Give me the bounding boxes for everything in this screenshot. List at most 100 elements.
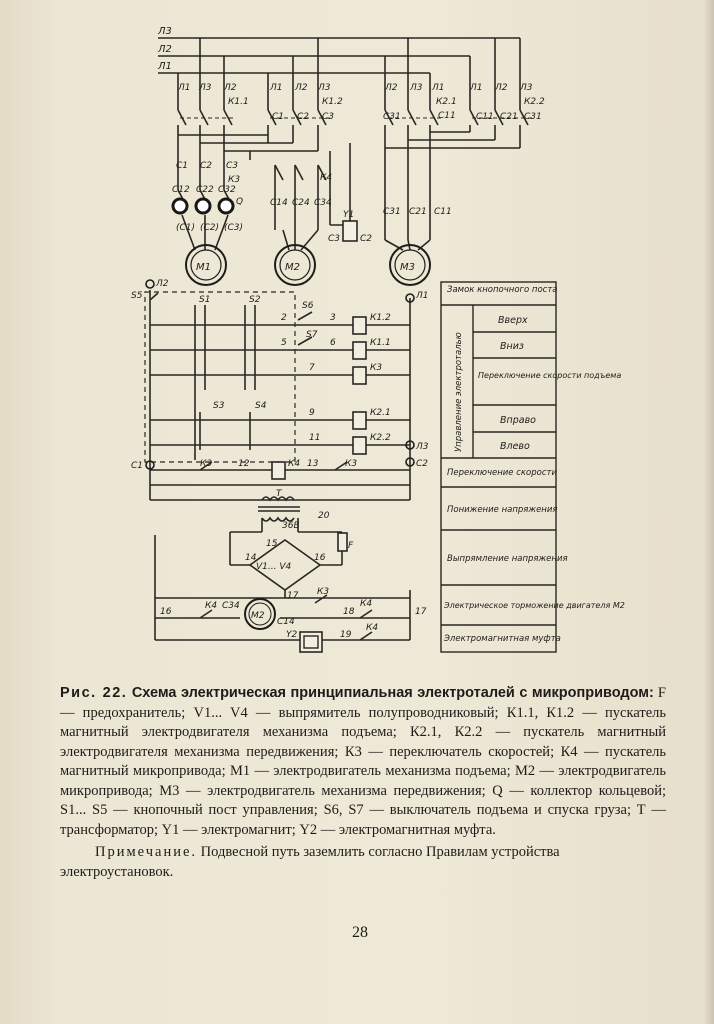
contact-label: К3 [317,587,329,597]
control-label: Л2 [155,279,169,289]
contact-label: К3 [200,459,212,469]
m1-phase-label: (С2) [200,223,219,233]
table-cell: Вправо [500,415,536,426]
wire-number: 2 [281,313,287,323]
table-cell: Переключение скорости подъема [478,371,621,380]
note-continuation: электроустановок. [60,863,174,880]
figure-caption: Рис. 22. Схема электрическая принципиаль… [60,684,666,840]
switch-label: S1 [199,295,210,305]
wire-number: 16 [314,553,326,563]
m1-terminal-label: С32 [218,185,236,195]
wire-number: 16 [160,607,172,617]
bus-label: Л2 [157,44,172,55]
contact-label: К4 [288,459,300,469]
contact-label: С11 [476,112,494,122]
m1-feed-label: С3 [226,161,238,171]
control-label: Л1 [415,291,429,301]
contact-label: К4 [205,601,217,611]
table-cell: Электрическое торможение двигателя М2 [443,601,625,610]
contact-label: С2 [297,112,309,122]
table-vertical-label: Управление электроталью [454,332,464,452]
rectifier-label: V1... V4 [256,562,291,572]
motor-m2-micro [244,598,276,630]
bus-label: Л1 [157,61,172,72]
m2-feed-label: К4 [320,173,332,183]
switch-label: S2 [249,295,261,305]
m1-terminal-label: С22 [196,185,214,195]
bus-label: Л3 [157,26,172,37]
contact-label: К2.2 [524,97,545,107]
control-label: S5 [131,291,143,301]
caption-title: Рис. 22. Схема электрическая принципиаль… [60,685,654,701]
contact-label: С1 [272,112,284,122]
wire-number: 9 [309,408,315,418]
table-cell: Электромагнитная муфта [443,634,561,644]
m1-terminal-label: Q [236,197,243,207]
wire-number: 12 [238,459,250,469]
coil-label: К1.2 [370,313,391,323]
brake-label: Y1 [343,210,354,220]
contact-label: К3 [345,459,357,469]
wire-number: 3 [330,313,336,323]
coil-label: К2.1 [370,408,391,418]
m1-feed-label: С2 [200,161,212,171]
switch-label: S4 [255,401,267,411]
wire-number: 5 [281,338,287,348]
coil-label: К3 [370,363,382,373]
wire-number: 11 [309,433,320,443]
table-cell-text: Замок кнопочного поста [447,285,558,295]
contact-label: Л2 [494,83,508,93]
m3-terminal-label: С21 [409,207,427,217]
contact-label: С21 [500,112,518,122]
wire-number: 17 [415,607,427,617]
table-cell: Вниз [500,341,524,352]
switch-label: S7 [306,330,318,340]
contact-label: К4 [360,599,372,609]
motor-label: М3 [400,262,415,273]
motor-label: М2 [251,611,265,621]
m1-feed-label: К3 [228,175,240,185]
contact-label: К1.2 [322,97,343,107]
note: Примечание. Подвесной путь заземлить сог… [60,843,667,882]
contact-label: С3 [322,112,334,122]
caption-lead: Рис. 22. [60,685,128,701]
motor-m1 [185,244,227,286]
contact-label: Л1 [269,83,283,93]
wire-number: 18 [343,607,355,617]
m1-terminal-label: С12 [172,185,190,195]
caption-body: F — предохранитель; V1... V4 — выпрямите… [60,685,666,838]
wiring-diagram: Л3 Л2 Л1 Л1 Л3 Л2 К1.1 Л1 Л2 Л3 К1.2 Л2 … [131,26,625,653]
motor-label: М1 [196,262,211,273]
motor-m2 [274,244,316,286]
fuse-label: F [348,541,354,551]
page-edge-shadow [704,0,714,1024]
m1-phase-label: (С1) [176,223,195,233]
motor-m3 [389,244,431,286]
contact-label: К1.1 [228,97,249,107]
clutch-label: Y2 [286,630,297,640]
contact-label: Л2 [223,83,237,93]
motor-label: М2 [285,262,300,273]
table-cell: Вверх [498,315,528,326]
table-cell: Выпрямление напряжения [447,554,568,564]
coil-label: К1.1 [370,338,391,348]
switch-label: S3 [213,401,225,411]
contact-label: Л1 [469,83,483,93]
contact-label: Л1 [431,83,445,93]
brake-label: С2 [360,234,372,244]
wire-number: 15 [266,539,278,549]
control-label: Л3 [415,442,429,452]
m3-terminal-label: С11 [434,207,452,217]
note-text: Подвесной путь заземлить согласно Правил… [197,844,560,860]
wire-number: 7 [309,363,315,373]
voltage-label: 36В [282,521,300,531]
contact-label: Л3 [409,83,423,93]
wire-number: 6 [330,338,336,348]
wire-number: 19 [340,630,352,640]
wire-number: 13 [307,459,319,469]
note-lead: Примечание. [95,844,198,860]
wire-number: 17 [287,591,299,601]
contact-label: Л1 [177,83,191,93]
control-label: С2 [416,459,428,469]
